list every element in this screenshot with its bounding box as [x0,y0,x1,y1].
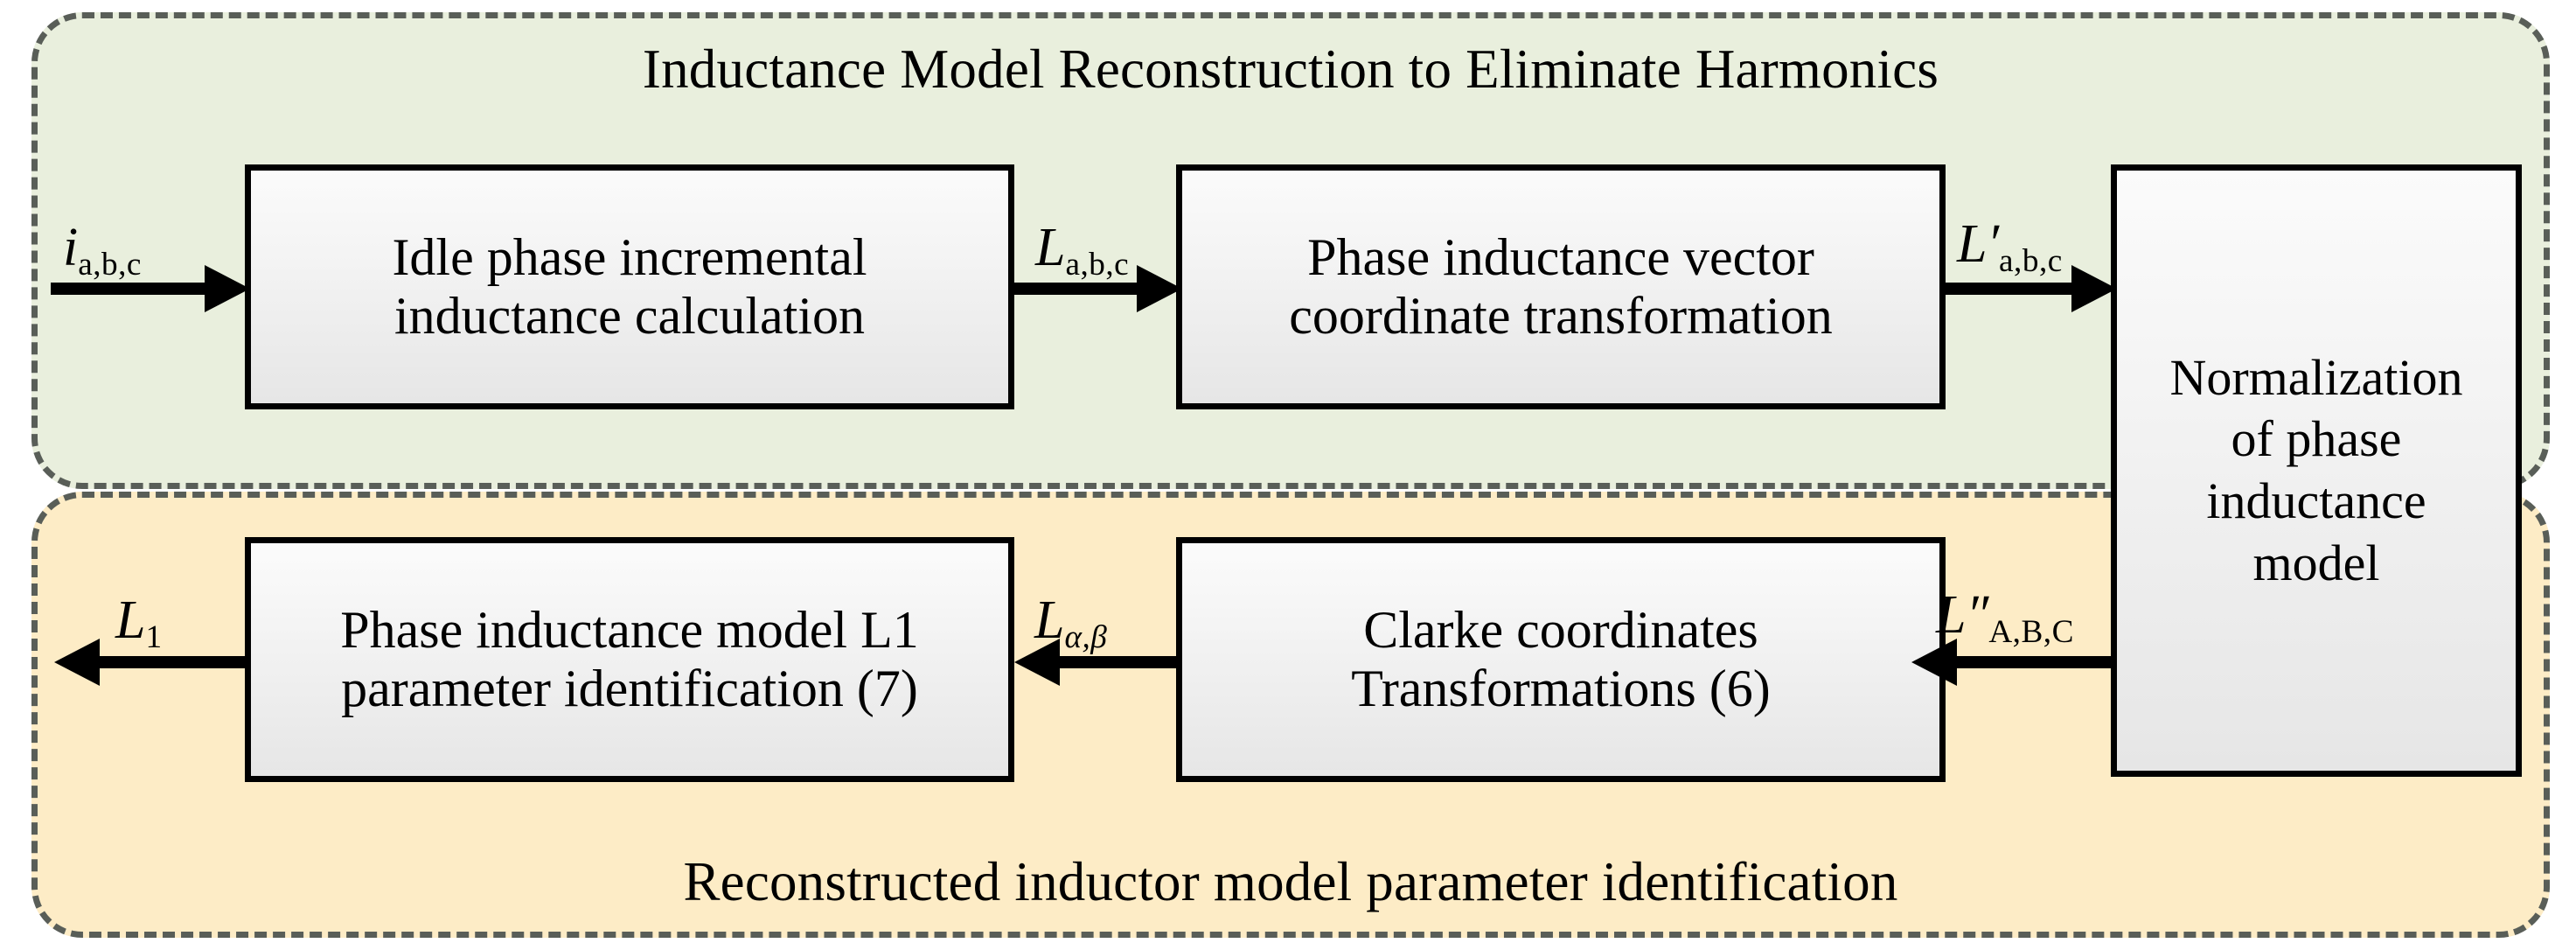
arrowhead-right-icon [205,265,250,312]
arrow-shaft [1946,283,2082,295]
label-subscript: a,b,c [78,247,142,283]
box-idle-line1: Idle phase incremental [392,227,867,286]
label-subscript: 1 [145,619,163,656]
panel-bottom-caption: Reconstructed inductor model parameter i… [683,850,1898,912]
label-symbol: L [1034,590,1065,650]
label-clarke-inductance: Lα,β [1034,593,1107,653]
label-symbol: L [1957,214,1988,274]
panel-top-title: Inductance Model Reconstruction to Elimi… [642,38,1939,100]
box-norm-line4: model [2252,534,2380,591]
box-clarke-line1: Clarke coordinates [1363,600,1758,659]
label-symbol: L [115,590,146,650]
box-norm-line3: inductance [2206,472,2426,529]
label-symbol: i [63,218,79,277]
box-param-line2: parameter identification (7) [341,660,918,717]
box-vector-line1: Phase inductance vector [1307,227,1814,286]
box-normalization-of-phase-inductance-model[interactable]: Normalization of phase inductance model [2111,164,2522,777]
arrowhead-left-icon [54,639,100,686]
arrowhead-right-icon [1137,265,1182,312]
label-subscript: α,β [1064,619,1108,656]
label-phase-inductance: La,b,c [1035,220,1129,281]
label-subscript: a,b,c [1065,247,1130,283]
label-output-inductance: L1 [115,593,163,653]
arrow-shaft [51,283,215,295]
box-norm-line1: Normalization [2169,348,2463,406]
arrow-shaft [89,656,251,668]
label-normalized-inductance: L″A,B,C [1936,588,2074,648]
arrow-shaft [1014,283,1147,295]
label-transformed-inductance: L′a,b,c [1957,217,2063,277]
arrowhead-left-icon [1911,639,1957,686]
label-prime: ′ [1987,214,2000,274]
box-idle-line2: inductance calculation [393,287,866,345]
box-param-line1: Phase inductance model L1 [340,600,919,659]
arrow-shaft [1946,656,2117,668]
label-input-current: ia,b,c [63,220,142,281]
label-prime: ″ [1966,585,1989,645]
box-phase-inductance-vector-coordinate-transformation[interactable]: Phase inductance vector coordinate trans… [1176,164,1946,409]
arrow-shaft [1049,656,1182,668]
box-clarke-coordinates-transformations[interactable]: Clarke coordinates Transformations (6) [1176,537,1946,782]
box-phase-inductance-model-parameter-identification[interactable]: Phase inductance model L1 parameter iden… [245,537,1014,782]
box-idle-phase-incremental-inductance-calculation[interactable]: Idle phase incremental inductance calcul… [245,164,1014,409]
box-norm-line2: of phase [2231,410,2402,468]
label-symbol: L [1035,218,1066,277]
label-subscript: a,b,c [1999,243,2063,280]
arrowhead-right-icon [2071,265,2117,312]
box-vector-line2: coordinate transformation [1289,287,1833,345]
label-subscript: A,B,C [1988,614,2074,651]
arrowhead-left-icon [1014,639,1060,686]
label-symbol: L [1936,585,1967,645]
box-clarke-line2: Transformations (6) [1351,660,1771,717]
